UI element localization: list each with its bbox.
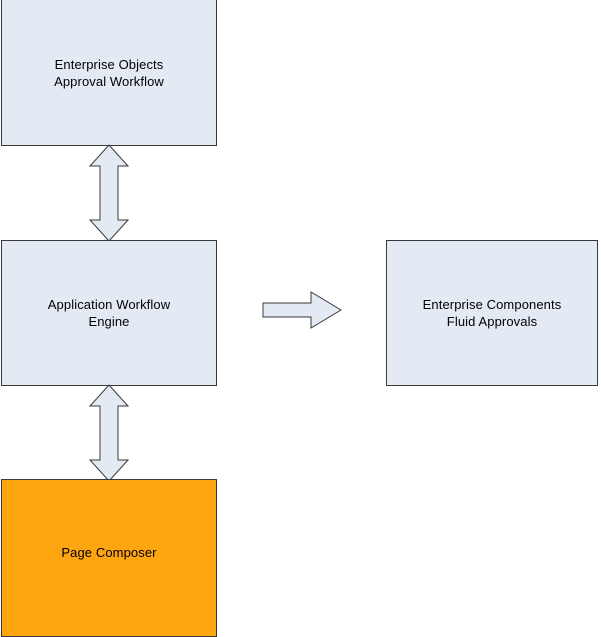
node-fluid-approvals[interactable]: Enterprise Components Fluid Approvals <box>386 240 598 386</box>
right-arrow-icon <box>262 291 342 329</box>
double-headed-arrow-vertical-icon <box>88 144 130 242</box>
node-page-composer[interactable]: Page Composer <box>1 479 217 637</box>
node-workflow-engine[interactable]: Application Workflow Engine <box>1 240 217 386</box>
node-approval-workflow-label: Enterprise Objects Approval Workflow <box>54 57 164 89</box>
node-page-composer-label: Page Composer <box>61 544 157 560</box>
connector-approval-workflow-to-engine <box>88 144 130 242</box>
double-headed-arrow-vertical-icon <box>88 384 130 482</box>
connector-engine-to-fluid-approvals <box>261 290 343 330</box>
node-approval-workflow[interactable]: Enterprise Objects Approval Workflow <box>1 0 217 146</box>
node-workflow-engine-label: Application Workflow Engine <box>47 297 171 329</box>
node-fluid-approvals-label: Enterprise Components Fluid Approvals <box>422 297 562 329</box>
connector-engine-to-page-composer <box>88 384 130 482</box>
